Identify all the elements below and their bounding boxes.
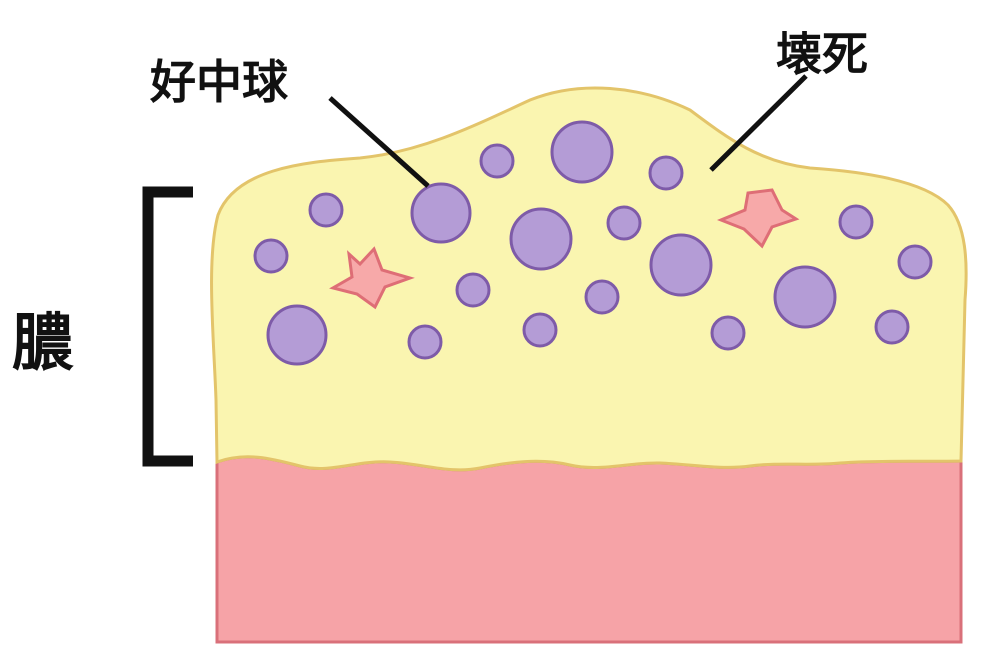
neutrophil-leader-line [328, 96, 430, 188]
neutrophil-cell [522, 312, 558, 348]
tissue-layer [215, 455, 963, 644]
neutrophil-cell [550, 120, 614, 184]
neutrophil-cell [606, 205, 642, 241]
necrosis-leader-line [709, 74, 808, 172]
neutrophil-cell [410, 182, 472, 244]
neutrophil-cell [479, 143, 515, 179]
neutrophil-cell [509, 207, 573, 271]
neutrophil-cell [897, 244, 933, 280]
neutrophil-cells [253, 120, 933, 366]
necrosis-label: 壊死 [776, 27, 868, 81]
pus-bracket [142, 186, 193, 467]
neutrophil-cell [874, 309, 910, 345]
neutrophil-cell [308, 192, 344, 228]
neutrophil-cell [649, 233, 713, 297]
neutrophil-cell [710, 315, 746, 351]
neutrophil-cell [838, 204, 874, 240]
neutrophil-cell [407, 324, 443, 360]
neutrophil-cell [584, 279, 620, 315]
necrotic-debris [716, 188, 800, 249]
pus-label: 膿 [12, 306, 75, 379]
necrotic-debris [329, 246, 415, 310]
neutrophil-cell [266, 304, 328, 366]
neutrophil-cell [455, 272, 491, 308]
neutrophil-label: 好中球 [150, 55, 288, 109]
neutrophil-cell [253, 238, 289, 274]
neutrophil-cell [773, 265, 837, 329]
neutrophil-cell [648, 155, 684, 191]
pus-layer [210, 86, 968, 472]
